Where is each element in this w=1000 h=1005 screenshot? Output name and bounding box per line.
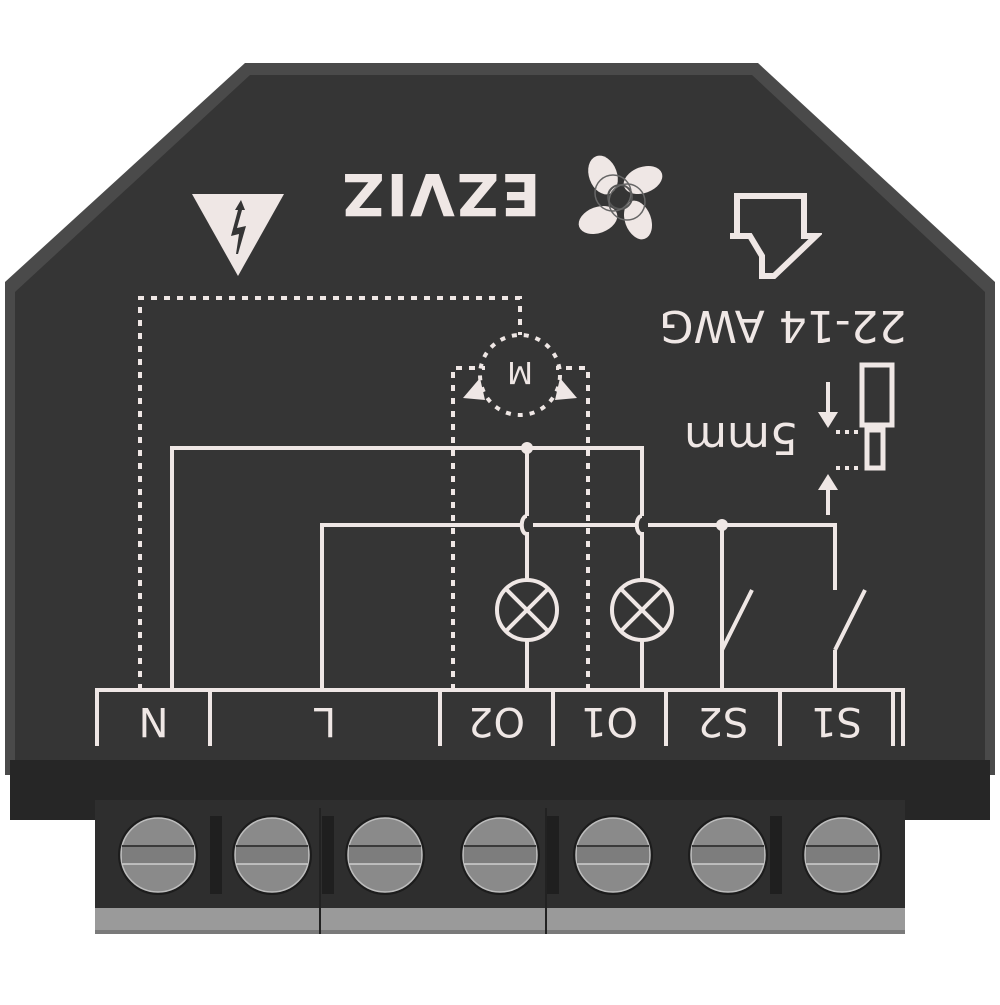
motor-arrow-right-icon — [555, 378, 577, 400]
terminal-screw[interactable] — [572, 814, 654, 896]
lamp-icon — [610, 578, 674, 642]
terminal-screw[interactable] — [231, 814, 313, 896]
terminal-screw[interactable] — [344, 814, 426, 896]
high-voltage-warning-icon — [192, 194, 284, 276]
terminal-screw[interactable] — [459, 814, 541, 896]
lamp-icon — [495, 578, 559, 642]
terminal-screw[interactable] — [117, 814, 199, 896]
ezviz-fan-logo-icon — [578, 155, 663, 240]
wire-strip-diagram-icon — [818, 362, 895, 515]
motor-arrow-left-icon — [463, 378, 485, 400]
insert-wire-arrow-icon — [730, 193, 822, 279]
terminal-screw[interactable] — [801, 814, 883, 896]
terminal-screw[interactable] — [687, 814, 769, 896]
